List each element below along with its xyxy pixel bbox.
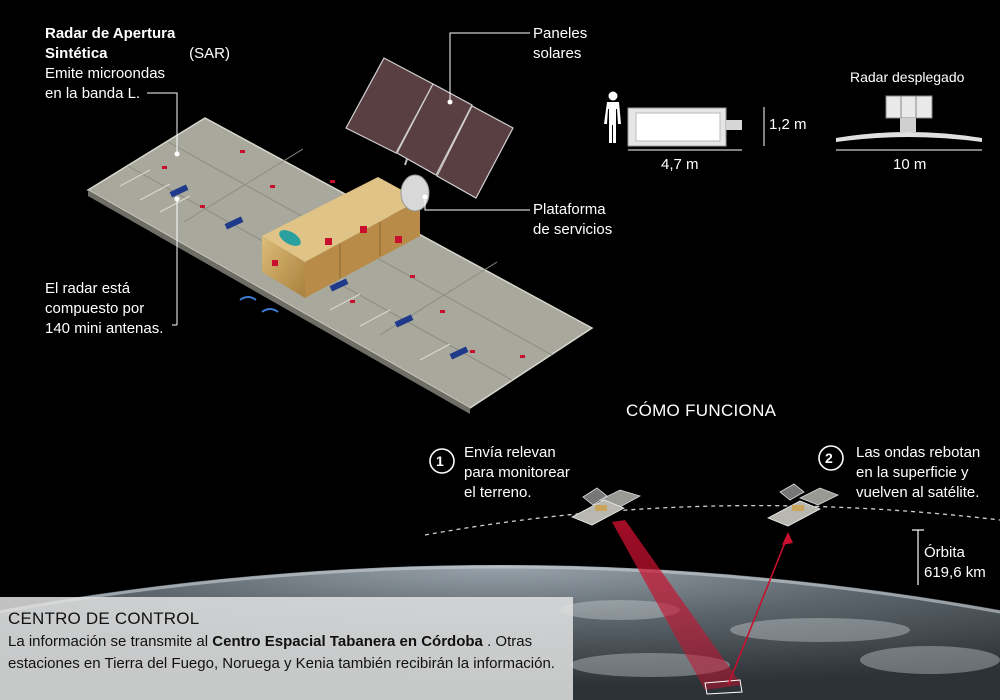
radar-beam [612, 520, 793, 695]
orbit-line [424, 504, 1000, 536]
step-1-badge [429, 448, 455, 474]
leader-dot-sar [174, 151, 180, 157]
deployed-satellite [836, 95, 982, 151]
plataforma-line2: de servicios [533, 221, 613, 238]
step-1-line3: el terreno. [464, 484, 532, 501]
human-figure [604, 91, 621, 143]
small-satellite-2 [767, 483, 839, 527]
step-2-line2: en la superficie y [856, 464, 969, 481]
paneles-line1: Paneles [533, 25, 588, 42]
leader-dot-radar [174, 196, 180, 202]
sar-line3: Emite microondas [45, 65, 166, 82]
service-platform [262, 174, 430, 298]
paneles-line2: solares [533, 45, 582, 62]
sar-title-normal: (SAR) [189, 45, 231, 62]
stowed-satellite [627, 107, 765, 151]
plataforma-label: Plataforma de servicios [533, 200, 612, 240]
leader-dot-paneles [447, 99, 453, 105]
control-text-bold: Centro Espacial Tabanera en Córdoba [212, 633, 483, 650]
deployed-title: Radar desplegado [850, 69, 965, 85]
control-text-after: . Otras estaciones en Tierra del Fuego, … [8, 633, 555, 672]
dim-length: 4,7 m [661, 156, 699, 173]
radar-line3: 140 mini antenas. [45, 320, 164, 337]
step-2-badge [818, 445, 844, 471]
how-it-works-title: CÓMO FUNCIONA [626, 401, 777, 420]
control-text-before: La información se transmite al [8, 633, 209, 650]
leader-lines [147, 32, 530, 326]
radar-label: El radar está compuesto por 140 mini ant… [45, 279, 163, 339]
sar-title-bold: Radar de Apertura Sintética [45, 25, 176, 62]
main-satellite [86, 57, 594, 414]
orbit-line1: Órbita [924, 544, 965, 561]
orbit-height-marker [912, 529, 924, 585]
control-center-text: La información se transmite al Centro Es… [8, 631, 568, 675]
control-center-title: CENTRO DE CONTROL [8, 609, 200, 628]
sar-label: Radar de Apertura Sintética (SAR) Emite … [45, 24, 230, 104]
radar-line2: compuesto por [45, 300, 145, 317]
orbit-line2: 619,6 km [924, 564, 986, 581]
step-1-line2: para monitorear [464, 464, 570, 481]
step-2-text: Las ondas rebotan en la superficie y vue… [856, 443, 980, 503]
radar-line1: El radar está [45, 280, 131, 297]
step-1-number: 1 [436, 453, 444, 469]
step-2-line3: vuelven al satélite. [856, 484, 980, 501]
dim-deployed-width: 10 m [893, 156, 927, 173]
plataforma-line1: Plataforma [533, 201, 606, 218]
small-satellite-1 [571, 487, 642, 526]
step-1-text: Envía relevan para monitorear el terreno… [464, 443, 570, 503]
solar-panels [345, 57, 514, 199]
sar-line4: en la banda L. [45, 85, 141, 102]
dim-height: 1,2 m [769, 116, 807, 133]
paneles-label: Paneles solares [533, 24, 587, 64]
step-2-line1: Las ondas rebotan [856, 444, 981, 461]
leader-dot-plataforma [422, 194, 428, 200]
step-1-line1: Envía relevan [464, 444, 556, 461]
step-2-number: 2 [825, 450, 833, 466]
control-center-box: CENTRO DE CONTROL La información se tran… [0, 597, 573, 700]
orbit-label: Órbita 619,6 km [924, 543, 986, 583]
